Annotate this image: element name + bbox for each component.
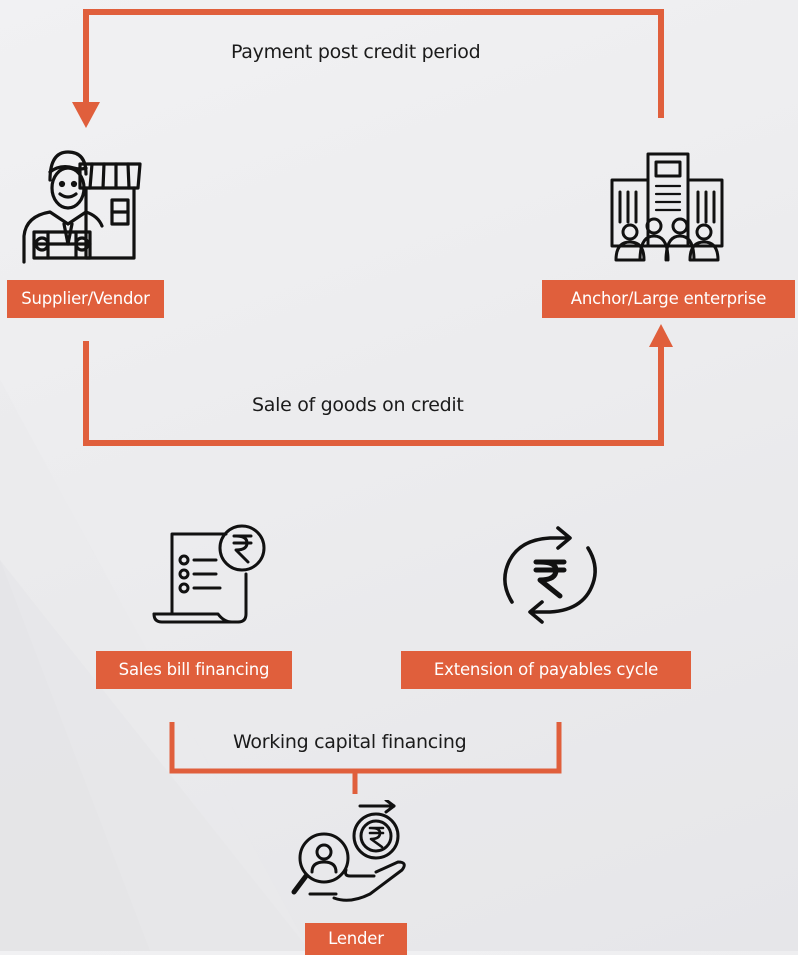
financing-bracket xyxy=(169,722,562,774)
financing-caption: Working capital financing xyxy=(233,731,467,753)
sale-arrowhead xyxy=(649,324,673,347)
sale-connector xyxy=(83,341,664,446)
payment-arrowhead xyxy=(72,102,100,128)
lender-label: Lender xyxy=(305,923,407,955)
lender-hand-coin-icon xyxy=(290,800,414,912)
supplier-label: Supplier/Vendor xyxy=(7,280,164,318)
payment-connector xyxy=(83,9,664,118)
rupee-cycle-icon xyxy=(498,520,602,630)
payables-label: Extension of payables cycle xyxy=(401,651,691,689)
anchor-label: Anchor/Large enterprise xyxy=(542,280,795,318)
rupee-invoice-icon xyxy=(150,518,270,628)
sales-bill-label: Sales bill financing xyxy=(96,651,292,689)
payment-caption: Payment post credit period xyxy=(231,41,481,63)
shopkeeper-icon xyxy=(20,144,146,268)
office-building-icon xyxy=(608,148,726,264)
sale-caption: Sale of goods on credit xyxy=(252,394,464,416)
